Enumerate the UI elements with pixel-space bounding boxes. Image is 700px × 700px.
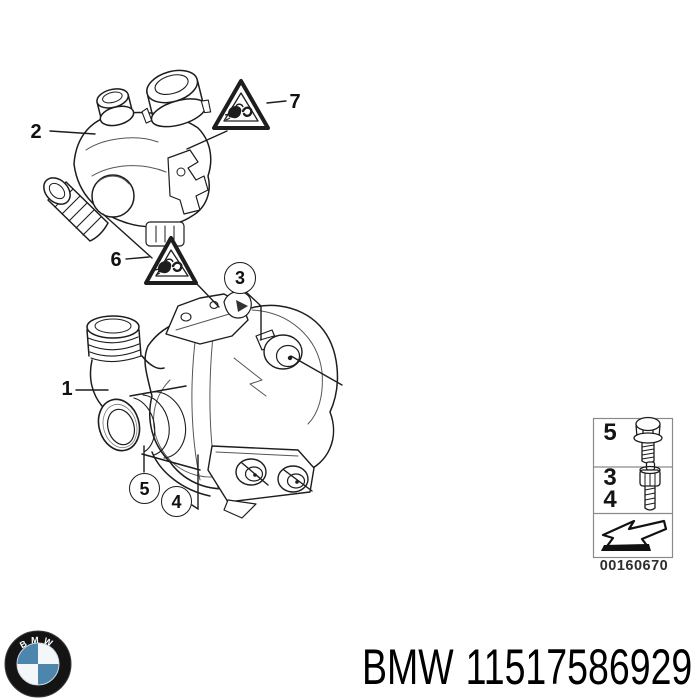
pressure-cap <box>141 69 212 128</box>
brand-text: BMW <box>362 639 454 695</box>
callout-label-1: 1 <box>61 378 73 400</box>
hex-flange-bolt-icon <box>633 416 663 464</box>
warning-triangle-6-icon <box>144 236 198 285</box>
legend-row2-label-bottom: 4 <box>603 486 617 513</box>
callout-circle-3: 3 <box>224 262 256 294</box>
callout-label-7: 7 <box>289 91 301 113</box>
warning-triangle-7-icon <box>212 79 270 130</box>
callout-label-6: 6 <box>110 249 122 271</box>
pump-snout <box>97 385 201 471</box>
part-number-text: 11517586929 <box>465 639 693 695</box>
water-pump-drawing <box>86 291 339 519</box>
leader-lines <box>49 100 343 511</box>
callout-circle-5: 5 <box>129 473 160 504</box>
callout-circle-4: 4 <box>161 486 192 517</box>
installation-direction-arrow-icon <box>601 519 668 551</box>
callout-label-2: 2 <box>30 121 42 143</box>
small-cap-port <box>96 88 135 127</box>
hose-spout <box>43 177 109 242</box>
stud-bolt-icon <box>639 461 661 511</box>
threaded-inlet-port <box>86 315 165 407</box>
bmw-roundel-icon: BMW <box>4 630 72 698</box>
legend-row2-label-top: 3 <box>603 464 617 491</box>
legend-row1-label: 5 <box>603 419 617 446</box>
drawing-number: 00160670 <box>599 558 669 574</box>
footer-part-number-row: BMW 11517586929 <box>362 642 692 692</box>
thermostat-housing-drawing <box>43 69 212 247</box>
